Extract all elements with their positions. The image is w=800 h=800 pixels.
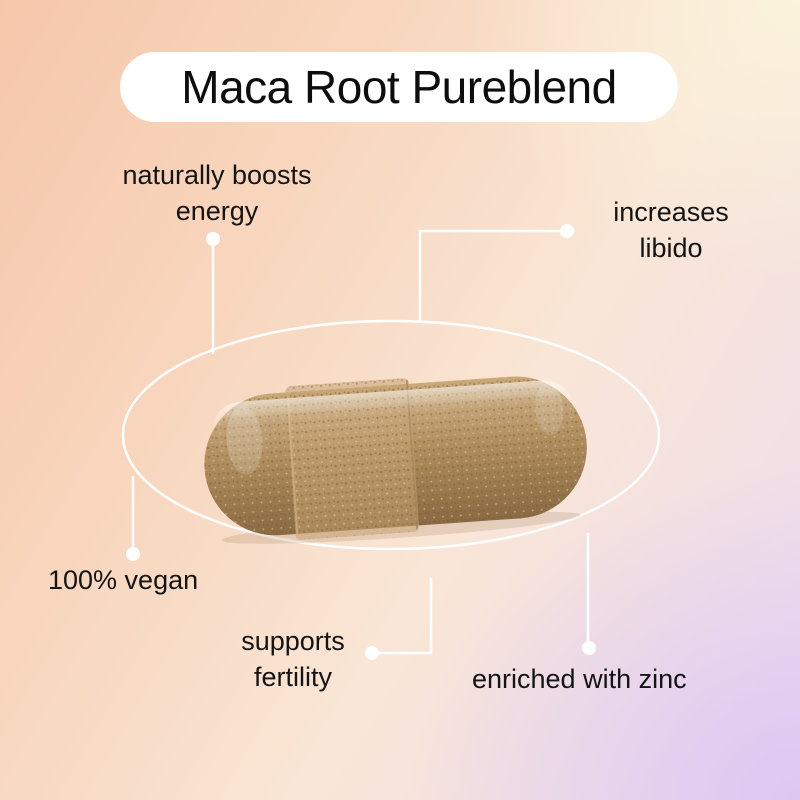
capsule-image <box>204 376 587 544</box>
label-libido: increases libido <box>613 197 729 263</box>
label-fertility: supports fertility <box>241 626 345 692</box>
label-zinc: enriched with zinc <box>472 664 687 694</box>
dot-fertility <box>365 646 379 660</box>
label-energy: naturally boosts energy <box>122 160 312 226</box>
dot-zinc <box>582 641 596 655</box>
page-title: Maca Root Pureblend <box>181 61 617 113</box>
title-pill: Maca Root Pureblend <box>120 52 678 122</box>
dot-vegan <box>126 547 140 561</box>
orbit-ellipse <box>121 319 661 551</box>
dot-libido <box>560 224 574 238</box>
dot-energy <box>206 232 220 246</box>
connector-fertility <box>372 578 433 655</box>
label-vegan: 100% vegan <box>48 565 199 595</box>
connector-libido <box>418 229 566 323</box>
